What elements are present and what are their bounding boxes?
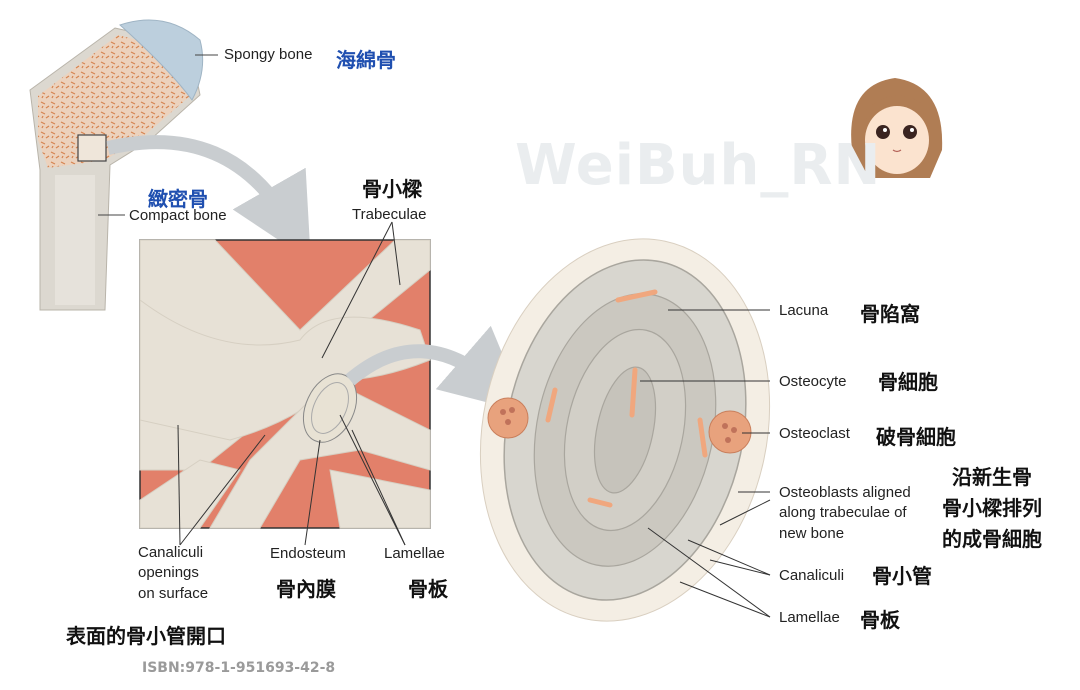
lamellae-left-label: Lamellae [384,545,445,562]
canaliculi-zh-label: 骨小管 [872,564,932,588]
lamellae-right-zh-label: 骨板 [860,608,900,632]
compact-bone-zh-label: 緻密骨 [148,187,208,211]
osteoclast-label: Osteoclast [779,425,850,442]
trabeculae-label: Trabeculae [352,206,427,223]
watermark: WeiBuh_RN [515,133,882,198]
zoom-box [77,134,107,162]
canaliculi-openings-zh-label: 表面的骨小管開口 [66,624,226,648]
zoom-arrow-1 [106,135,311,262]
trabeculae-zh-label: 骨小樑 [362,177,422,201]
trabeculae-panel [139,221,431,546]
isbn-text: ISBN:978-1-951693-42-8 [142,660,336,676]
canaliculi-label: Canaliculi [779,567,845,584]
osteoclast-zh-label: 破骨細胞 [876,425,956,449]
lamellae-left-zh-label: 骨板 [408,577,448,601]
spongy-bone-zh-label: 海綿骨 [336,48,396,72]
leader-lines-right [640,309,771,618]
author-avatar [851,78,943,178]
lacuna-label: Lacuna [779,302,829,319]
osteoblasts-zh-label: 沿新生骨 骨小樑排列 的成骨細胞 [942,465,1042,551]
trabecula-cross-section [479,238,771,622]
lacuna-zh-label: 骨陷窩 [860,302,920,326]
canaliculi-openings-label: Canaliculi openings on surface [138,544,209,602]
osteoblasts-label: Osteoblasts aligned along trabeculae of … [779,484,911,542]
osteocyte-label: Osteocyte [779,373,847,390]
endosteum-zh-label: 骨內膜 [276,577,336,601]
compact-bone-label: Compact bone [129,207,227,224]
lamellae-right-label: Lamellae [779,609,840,626]
spongy-bone-label: Spongy bone [224,46,313,63]
femur-illustration [29,19,218,311]
endosteum-label: Endosteum [270,545,346,562]
cartilage-cap [119,19,204,101]
osteocyte-zh-label: 骨細胞 [878,370,938,394]
zoom-arrow-2 [345,325,527,413]
